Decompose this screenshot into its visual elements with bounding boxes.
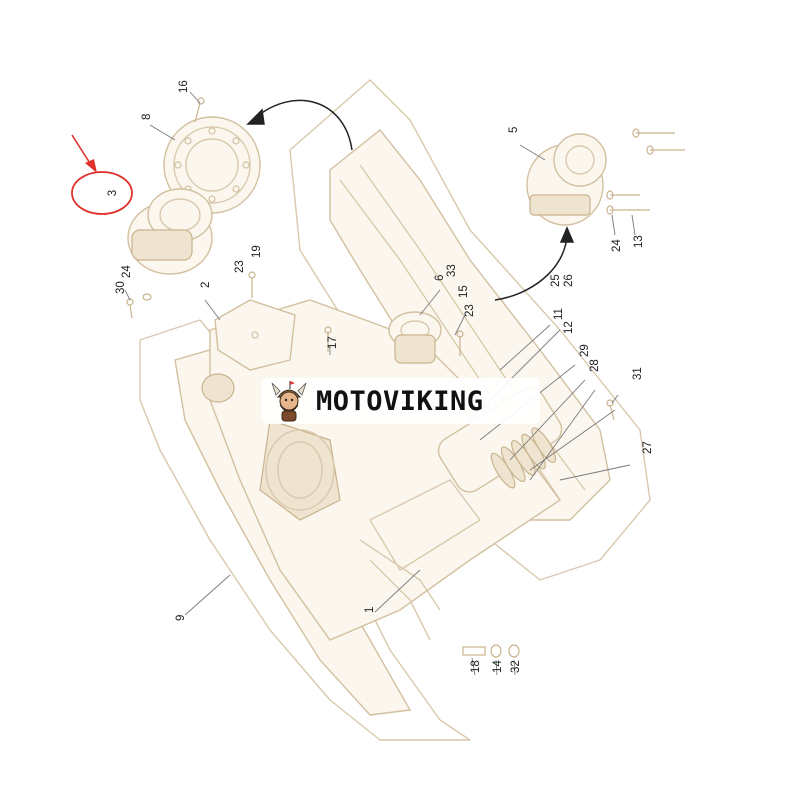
callout-17: 17 xyxy=(327,336,339,349)
callout-33: 33 xyxy=(446,264,458,277)
carrier-roller xyxy=(388,311,442,364)
callout-28: 28 xyxy=(589,359,601,372)
final-drive-motor xyxy=(127,188,235,403)
cover-plate xyxy=(214,299,296,371)
callout-9: 9 xyxy=(175,615,187,621)
callout-31: 31 xyxy=(632,367,644,380)
brand-watermark: MOTOVIKING xyxy=(262,378,540,424)
callout-2: 2 xyxy=(200,282,212,288)
callout-5: 5 xyxy=(508,127,520,133)
callout-25: 25 xyxy=(550,274,562,287)
callout-23a: 23 xyxy=(234,260,246,273)
bolts xyxy=(126,97,615,658)
brand-name: MOTOVIKING xyxy=(316,385,484,417)
callout-19: 19 xyxy=(251,245,263,258)
callout-14: 14 xyxy=(492,660,504,673)
callout-27: 27 xyxy=(642,441,654,454)
callout-15: 15 xyxy=(458,285,470,298)
callout-13: 13 xyxy=(633,235,645,248)
callout-32: 32 xyxy=(510,660,522,673)
callout-24b: 24 xyxy=(611,239,623,252)
leader-lines xyxy=(124,91,636,676)
callout-18: 18 xyxy=(470,660,482,673)
direction-arrows xyxy=(246,99,575,301)
callout-12: 12 xyxy=(563,321,575,334)
track-roller xyxy=(526,128,685,226)
callout-8: 8 xyxy=(141,114,153,120)
callout-26: 26 xyxy=(563,274,575,287)
highlight-label: 3 xyxy=(107,190,119,196)
callout-30: 30 xyxy=(115,281,127,294)
callout-6: 6 xyxy=(434,275,446,281)
callout-1: 1 xyxy=(364,607,376,613)
callout-11: 11 xyxy=(553,308,565,320)
callout-29: 29 xyxy=(579,344,591,357)
callout-labels: 16 8 5 24 13 24 30 23 19 2 6 33 15 23 25… xyxy=(115,80,654,673)
viking-mascot-icon xyxy=(271,381,307,422)
callout-23b: 23 xyxy=(464,304,476,317)
callout-16: 16 xyxy=(178,80,190,93)
highlight-marker: 3 xyxy=(71,134,133,215)
sprocket xyxy=(163,116,261,214)
callout-24a: 24 xyxy=(121,265,133,278)
